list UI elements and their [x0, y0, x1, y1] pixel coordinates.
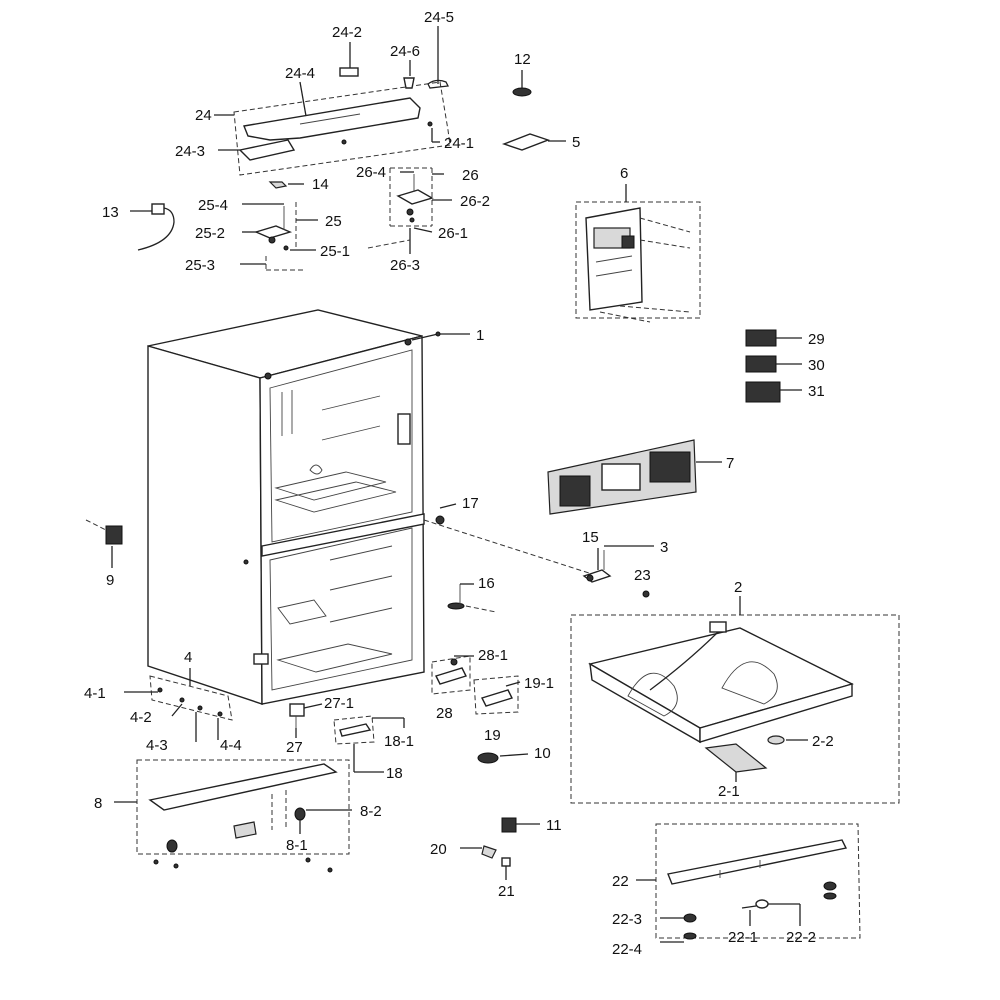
- label-29: 29: [808, 331, 825, 348]
- label-8: 8: [94, 795, 102, 812]
- label-30: 30: [808, 357, 825, 374]
- label-11: 11: [546, 817, 562, 834]
- label-28-1: 28-1: [478, 647, 508, 664]
- label-10: 10: [534, 745, 551, 762]
- pcb-covers: [745, 329, 802, 403]
- label-3: 3: [660, 539, 668, 556]
- label-19-1: 19-1: [524, 675, 554, 692]
- bracket-14: [268, 181, 304, 189]
- label-8-2: 8-2: [360, 803, 382, 820]
- label-24-3: 24-3: [175, 143, 205, 160]
- label-6: 6: [620, 165, 628, 182]
- label-14: 14: [312, 176, 329, 193]
- label-7: 7: [726, 455, 734, 472]
- label-12: 12: [514, 51, 531, 68]
- label-4: 4: [184, 649, 192, 666]
- refrigerator-cabinet: [147, 309, 470, 705]
- label-8-1: 8-1: [286, 837, 308, 854]
- label-24-4: 24-4: [285, 65, 315, 82]
- label-2-2: 2-2: [812, 733, 834, 750]
- label-26: 26: [462, 167, 479, 184]
- damper-parts: [582, 545, 654, 598]
- label-13: 13: [102, 204, 119, 221]
- label-25-1: 25-1: [320, 243, 350, 260]
- part-11: [501, 817, 540, 833]
- cover-9: [85, 519, 123, 568]
- label-17: 17: [462, 495, 479, 512]
- label-26-1: 26-1: [438, 225, 468, 242]
- label-24-5: 24-5: [424, 9, 454, 26]
- label-26-2: 26-2: [460, 193, 490, 210]
- power-cord: [130, 203, 175, 251]
- label-1: 1: [476, 327, 484, 344]
- hinge-part-5: [501, 133, 566, 151]
- label-15: 15: [582, 529, 599, 546]
- leveling-foot: [512, 70, 532, 97]
- control-box-6: [575, 184, 701, 323]
- label-24-6: 24-6: [390, 43, 420, 60]
- label-28: 28: [436, 705, 453, 722]
- screw-17: [423, 503, 593, 575]
- label-18-1: 18-1: [384, 733, 414, 750]
- base-plate-8: [114, 759, 352, 873]
- label-22-1: 22-1: [728, 929, 758, 946]
- parts-20-21: [460, 845, 511, 880]
- label-5: 5: [572, 134, 580, 151]
- hinge-assembly-25: [240, 202, 318, 271]
- label-25: 25: [325, 213, 342, 230]
- label-20: 20: [430, 841, 447, 858]
- label-31: 31: [808, 383, 825, 400]
- label-16: 16: [478, 575, 495, 592]
- hinge-assembly-26: [367, 167, 452, 254]
- label-4-3: 4-3: [146, 737, 168, 754]
- label-4-2: 4-2: [130, 709, 152, 726]
- hinge-28: [431, 655, 474, 695]
- label-25-2: 25-2: [195, 225, 225, 242]
- label-22-4: 22-4: [612, 941, 642, 958]
- label-2-1: 2-1: [718, 783, 740, 800]
- label-22-2: 22-2: [786, 929, 816, 946]
- bracket-18: [333, 715, 405, 773]
- label-24-2: 24-2: [332, 24, 362, 41]
- label-9: 9: [106, 572, 114, 589]
- lower-rail-22: [636, 823, 861, 943]
- label-22-3: 22-3: [612, 911, 642, 928]
- hinge-19: [473, 675, 521, 715]
- label-22: 22: [612, 873, 629, 890]
- label-18: 18: [386, 765, 403, 782]
- label-26-4: 26-4: [356, 164, 386, 181]
- label-2: 2: [734, 579, 742, 596]
- label-27: 27: [286, 739, 303, 756]
- part-10: [477, 752, 529, 764]
- top-hinge-plate-assembly: [214, 26, 451, 176]
- label-25-3: 25-3: [185, 257, 215, 274]
- label-24-1: 24-1: [444, 135, 474, 152]
- rear-cover-7: [547, 439, 722, 515]
- label-4-4: 4-4: [220, 737, 242, 754]
- machine-compartment-2: [570, 596, 900, 804]
- hinge-parts-4: [124, 668, 233, 742]
- sensor-16: [447, 583, 497, 613]
- label-4-1: 4-1: [84, 685, 106, 702]
- hinge-27: [289, 703, 323, 738]
- label-21: 21: [498, 883, 515, 900]
- label-19: 19: [484, 727, 501, 744]
- label-27-1: 27-1: [324, 695, 354, 712]
- label-24: 24: [195, 107, 212, 124]
- label-23: 23: [634, 567, 651, 584]
- label-25-4: 25-4: [198, 197, 228, 214]
- label-26-3: 26-3: [390, 257, 420, 274]
